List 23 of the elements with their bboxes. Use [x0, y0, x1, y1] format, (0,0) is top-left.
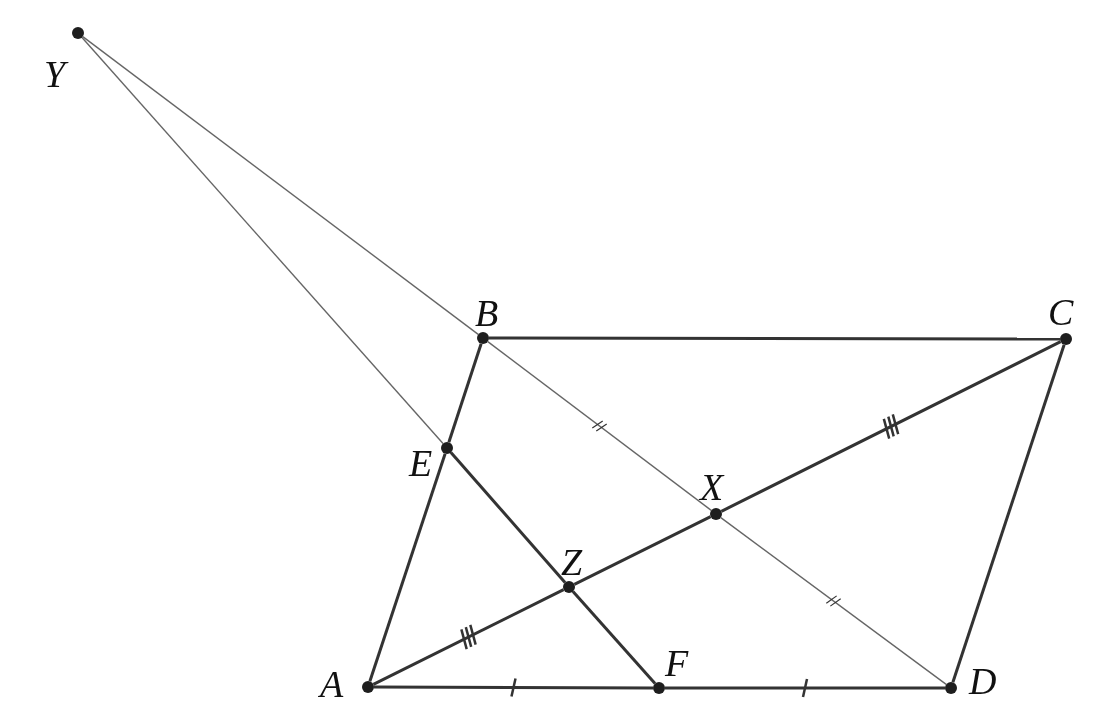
point-label: C	[1048, 293, 1074, 331]
point-label: Z	[561, 543, 583, 581]
point-label: E	[409, 444, 433, 482]
line-segment	[372, 588, 565, 686]
line-segment	[720, 516, 947, 686]
point-label: X	[700, 468, 724, 506]
point-label: D	[969, 662, 997, 700]
line-segment	[571, 590, 657, 685]
line-segment	[487, 340, 712, 512]
point-label: F	[665, 644, 689, 682]
line-segment	[665, 686, 945, 690]
line-segment	[449, 451, 567, 584]
line-segment	[368, 453, 447, 682]
line-segment	[447, 343, 483, 443]
line-segment	[82, 35, 479, 336]
line-segment	[489, 336, 1060, 341]
point-label: B	[475, 294, 499, 332]
line-segment	[720, 340, 1062, 513]
line-segment	[951, 344, 1066, 683]
line-segment	[374, 685, 653, 690]
line-segment	[573, 515, 712, 586]
point-label: A	[320, 665, 344, 703]
line-segment	[81, 36, 444, 445]
